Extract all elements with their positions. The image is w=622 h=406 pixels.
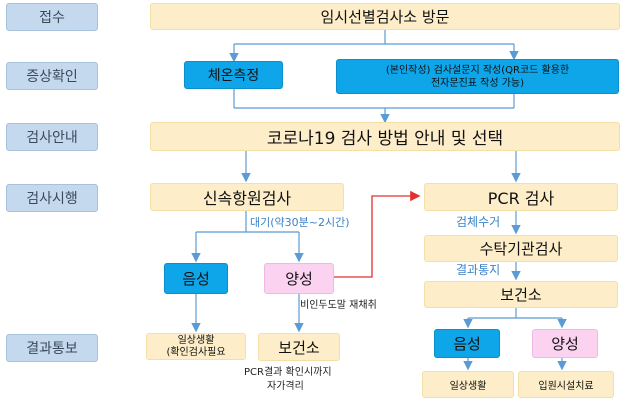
resample-arrow bbox=[334, 190, 421, 278]
stage-reception: 접수 bbox=[6, 3, 98, 31]
daily-life-line-1: 일상생활 bbox=[177, 334, 215, 346]
stage-result-notice: 결과통보 bbox=[6, 334, 98, 362]
pcr-positive-box: 양성 bbox=[532, 329, 598, 358]
visit-box: 임시선별검사소 방문 bbox=[150, 3, 620, 30]
wait-note: 대기(약30분~2시간) bbox=[250, 216, 350, 229]
pcr-negative-box: 음성 bbox=[434, 329, 500, 358]
pcr-test-box: PCR 검사 bbox=[424, 183, 618, 211]
pcr-daily-life-box: 일상생활 bbox=[422, 371, 514, 398]
specimen-note: 검체수거 bbox=[456, 215, 501, 229]
quarantine-note-line-1: PCR결과 확인시까지 bbox=[244, 367, 332, 378]
stage-symptom-check: 증상확인 bbox=[6, 62, 98, 90]
rapid-negative-box: 음성 bbox=[164, 263, 228, 294]
health-center-left-box: 보건소 bbox=[258, 333, 340, 361]
survey-box: (본인작성) 검사설문지 작성(QR코드 활용한 전자문진표 작성 가능) bbox=[336, 59, 619, 94]
temperature-check-box: 체온측정 bbox=[184, 61, 283, 89]
rapid-positive-box: 양성 bbox=[264, 263, 334, 294]
daily-life-line-2: (확인검사필요 bbox=[166, 346, 226, 358]
quarantine-note-line-2: 자가격리 bbox=[267, 381, 304, 392]
resample-note: 비인두도말 재채취 bbox=[300, 300, 377, 311]
lab-test-box: 수탁기관검사 bbox=[424, 235, 618, 262]
hospitalization-box: 입원시설치료 bbox=[518, 371, 614, 398]
health-center-right-box: 보건소 bbox=[424, 281, 618, 308]
stage-testing: 검사시행 bbox=[6, 184, 98, 212]
rapid-antigen-test-box: 신속항원검사 bbox=[150, 183, 344, 211]
stage-test-guide: 검사안내 bbox=[6, 123, 98, 151]
survey-line-2: 전자문진표 작성 가능) bbox=[430, 77, 525, 89]
result-note: 결과통지 bbox=[456, 263, 501, 277]
guide-box: 코로나19 검사 방법 안내 및 선택 bbox=[150, 122, 620, 151]
survey-line-1: (본인작성) 검사설문지 작성(QR코드 활용한 bbox=[385, 64, 570, 76]
daily-life-confirm-box: 일상생활 (확인검사필요 bbox=[146, 333, 246, 360]
